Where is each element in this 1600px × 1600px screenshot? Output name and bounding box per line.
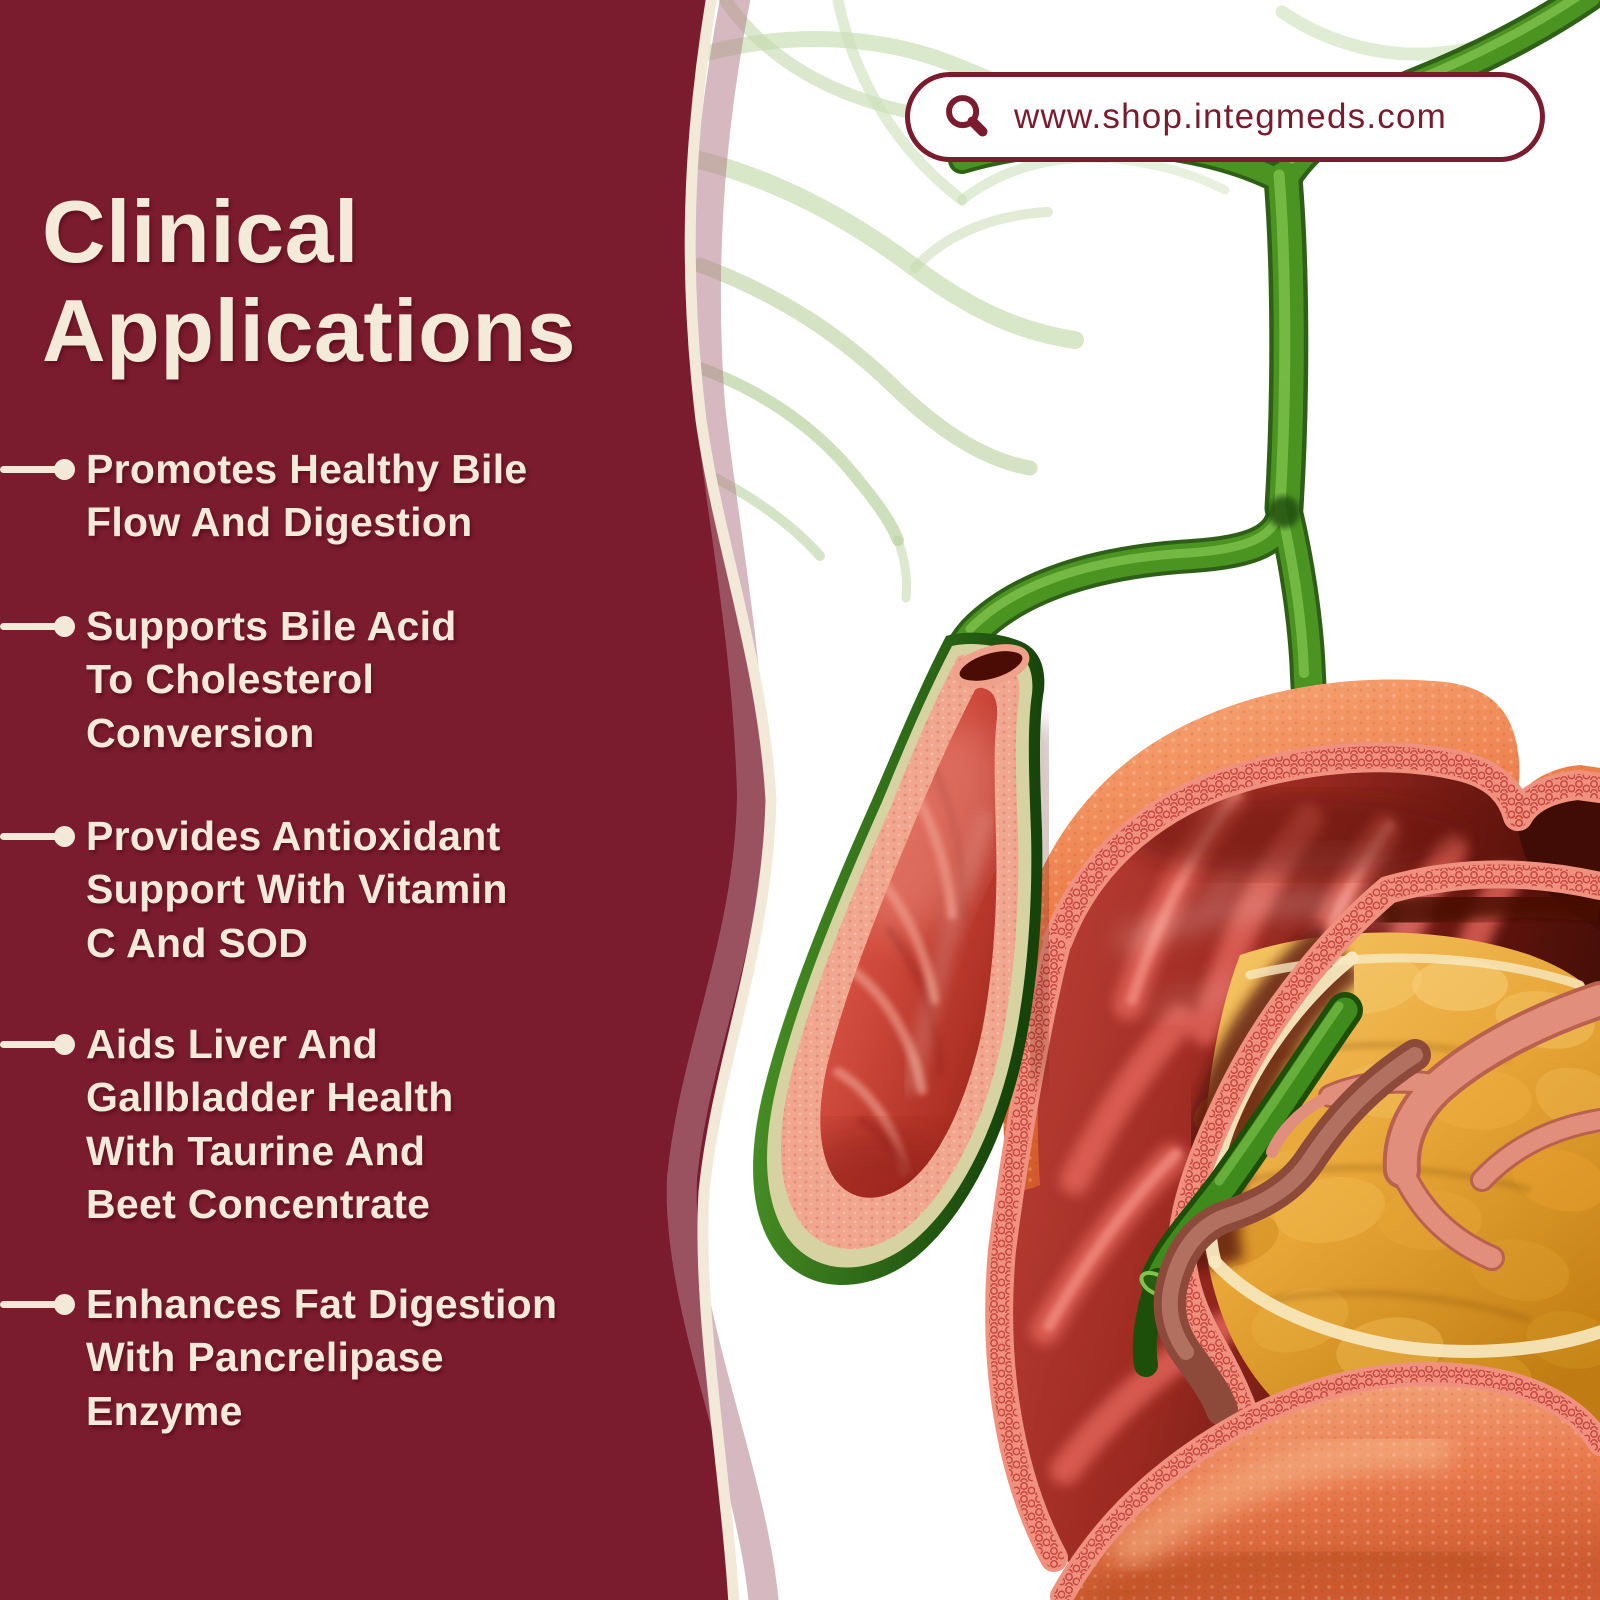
- bullet-item-4: Aids Liver And Gallbladder Health With T…: [0, 1018, 680, 1231]
- bullet-item-3: Provides Antioxidant Support With Vitami…: [0, 810, 680, 970]
- page-title: Clinical Applications: [42, 182, 577, 381]
- bullet-marker: [0, 1278, 80, 1318]
- bullet-marker: [0, 600, 80, 640]
- bullet-item-1: Promotes Healthy Bile Flow And Digestion: [0, 443, 680, 550]
- bullet-text: Enhances Fat Digestion With Pancrelipase…: [86, 1281, 558, 1434]
- intestine-tube: [1050, 1362, 1600, 1600]
- bullet-text: Supports Bile Acid To Cholesterol Conver…: [86, 603, 457, 756]
- bullet-marker: [0, 1018, 80, 1058]
- magnifier-icon: [946, 95, 988, 137]
- gallbladder-cross-section: [753, 632, 1045, 1286]
- bullet-text: Promotes Healthy Bile Flow And Digestion: [86, 446, 528, 546]
- blood-vessels: [1153, 981, 1600, 1426]
- gallbladder-neck-lumen: [952, 644, 1030, 688]
- bullet-item-2: Supports Bile Acid To Cholesterol Conver…: [0, 600, 680, 760]
- bullet-marker: [0, 810, 80, 850]
- website-url: www.shop.integmeds.com: [1014, 97, 1447, 136]
- bullet-text: Aids Liver And Gallbladder Health With T…: [86, 1021, 454, 1227]
- clinical-applications-panel: Clinical Applications Promotes Healthy B…: [0, 0, 720, 1600]
- bullet-text: Provides Antioxidant Support With Vitami…: [86, 813, 508, 966]
- bullet-marker: [0, 443, 80, 483]
- bullet-item-5: Enhances Fat Digestion With Pancrelipase…: [0, 1278, 680, 1438]
- website-search-pill[interactable]: www.shop.integmeds.com: [905, 72, 1545, 162]
